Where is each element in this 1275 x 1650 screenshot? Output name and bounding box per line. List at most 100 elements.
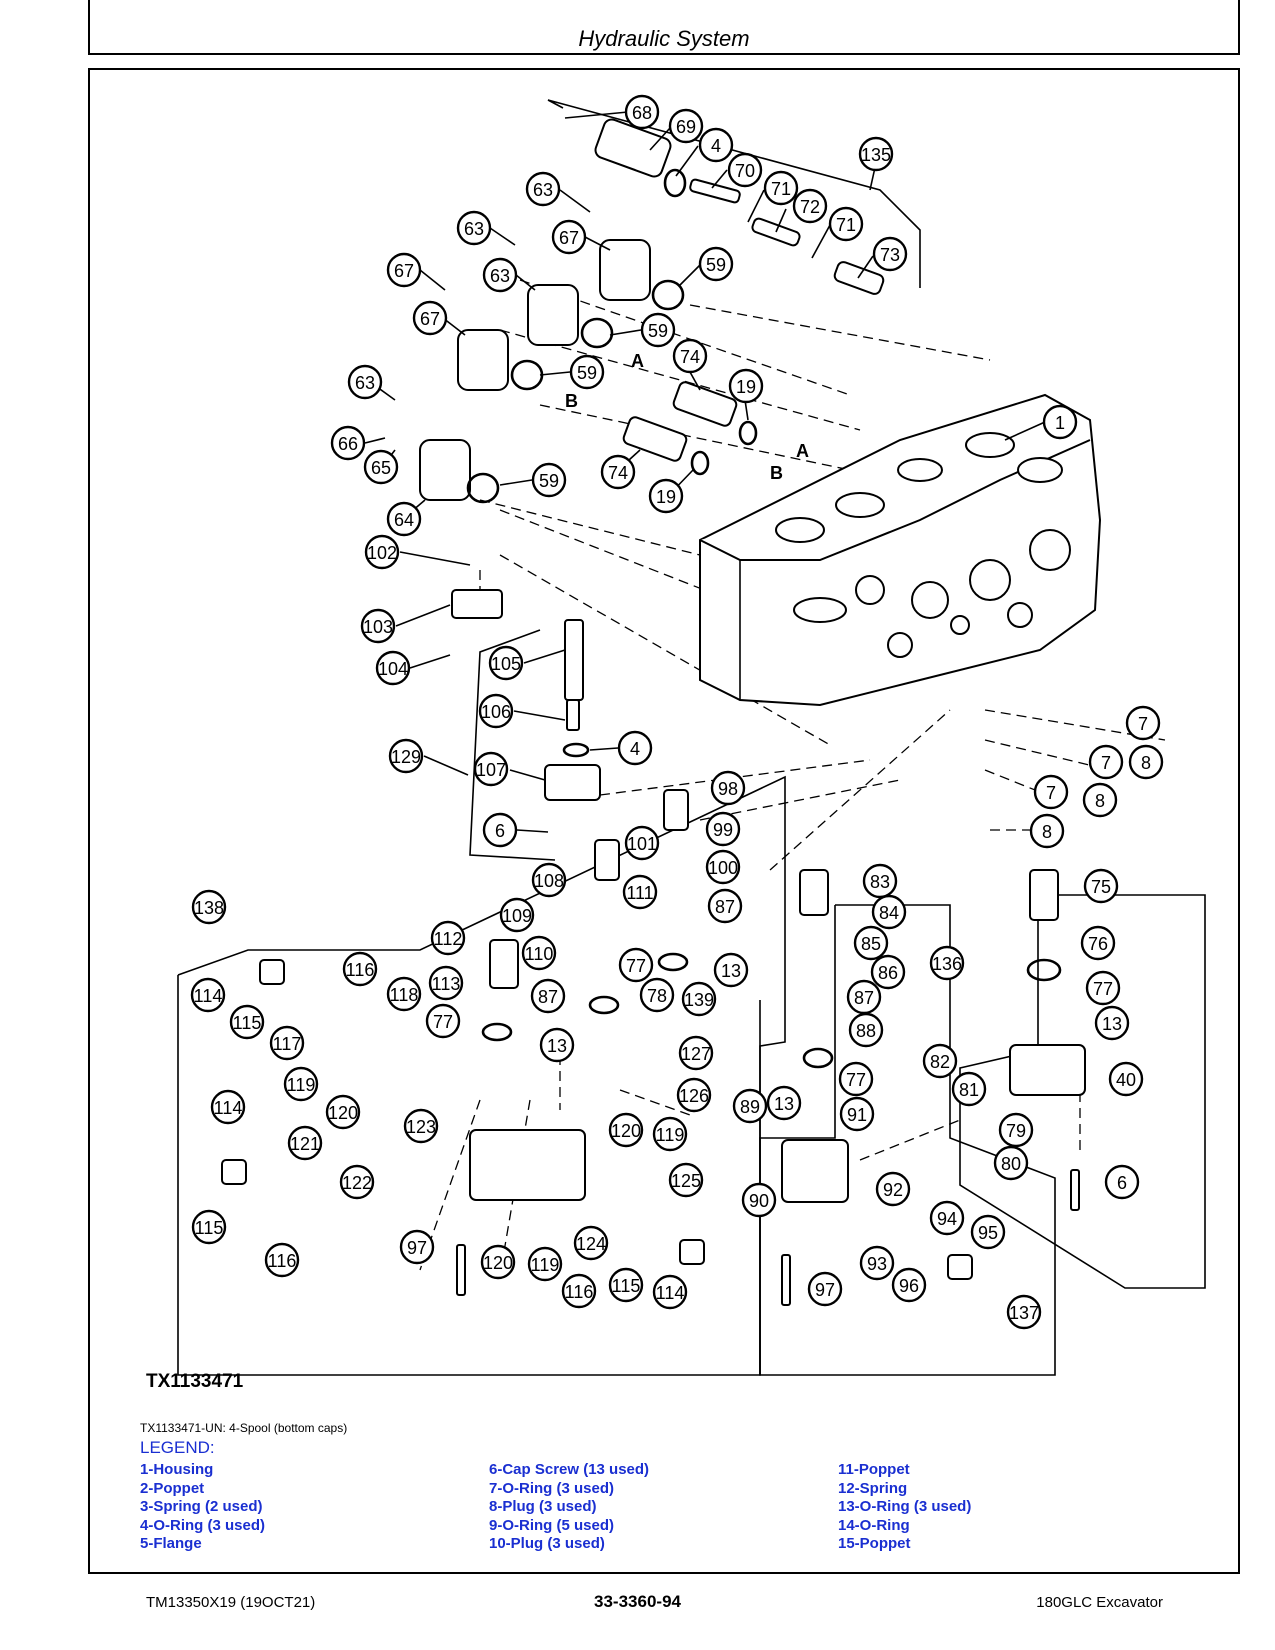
callout-label: 63 (533, 180, 553, 200)
callout-75: 75 (1083, 868, 1119, 904)
callout-63: 63 (456, 210, 492, 246)
callout-label: 73 (880, 245, 900, 265)
callout-label: 88 (856, 1021, 876, 1041)
callout-label: 78 (647, 986, 667, 1006)
callout-19: 19 (728, 368, 764, 404)
callout-7: 7 (1033, 774, 1069, 810)
callout-13: 13 (713, 952, 749, 988)
callout-label: 75 (1091, 877, 1111, 897)
callout-40: 40 (1108, 1061, 1144, 1097)
callout-87: 87 (707, 888, 743, 924)
callout-123: 123 (403, 1108, 439, 1144)
housing-1 (699, 393, 1102, 707)
callout-71: 71 (828, 206, 864, 242)
callout-label: 102 (367, 543, 397, 563)
letter-a: A (796, 441, 809, 461)
callout-label: 115 (612, 1276, 641, 1296)
callout-73: 73 (872, 236, 908, 272)
callout-label: 98 (718, 779, 738, 799)
legend-item: 4-O-Ring (3 used) (140, 1516, 266, 1534)
callout-label: 107 (476, 760, 506, 780)
callout-71: 71 (763, 170, 799, 206)
callout-129: 129 (388, 738, 424, 774)
callout-100: 100 (705, 849, 741, 885)
legend-item: 13-O-Ring (3 used) (838, 1498, 972, 1515)
page-title: Hydraulic System (578, 26, 750, 51)
callout-label: 65 (371, 458, 391, 478)
legend-item: 14-O-Ring (838, 1516, 910, 1534)
callout-69: 69 (668, 108, 704, 144)
callout-label: 70 (735, 161, 755, 181)
callout-113: 113 (428, 965, 464, 1001)
callout-67: 67 (551, 219, 587, 255)
callout-79: 79 (998, 1112, 1034, 1148)
callout-label: 67 (420, 309, 440, 329)
callout-102: 102 (364, 534, 400, 570)
callout-97: 97 (807, 1271, 843, 1307)
callout-59: 59 (698, 246, 734, 282)
figure-id: TX1133471 (146, 1371, 244, 1392)
callout-67: 67 (412, 300, 448, 336)
callout-label: 122 (342, 1173, 372, 1193)
callout-label: 13 (774, 1094, 794, 1114)
callout-label: 87 (538, 987, 558, 1007)
callout-label: 83 (870, 872, 890, 892)
callout-137: 137 (1006, 1294, 1042, 1330)
callout-68: 68 (624, 94, 660, 130)
legend-item: 3-Spring (2 used) (140, 1498, 263, 1515)
callout-91: 91 (839, 1096, 875, 1132)
callout-label: 116 (346, 960, 375, 980)
callout-label: 77 (433, 1012, 453, 1032)
callout-label: 81 (959, 1080, 979, 1100)
callout-label: 101 (627, 834, 657, 854)
letter-a: A (631, 351, 644, 371)
callout-label: 8 (1141, 753, 1151, 773)
callout-126: 126 (676, 1077, 712, 1113)
callout-118: 118 (386, 976, 422, 1012)
callout-116: 116 (264, 1242, 300, 1278)
legend-column-3: 11-Poppet 12-Spring 13-O-Ring (3 used) 1… (838, 1461, 971, 1554)
callout-label: 119 (656, 1125, 685, 1145)
callout-76: 76 (1080, 925, 1116, 961)
callout-110: 110 (521, 935, 557, 971)
callout-70: 70 (727, 152, 763, 188)
callout-63: 63 (482, 257, 518, 293)
callout-label: 77 (846, 1070, 866, 1090)
callout-8: 8 (1029, 813, 1065, 849)
legend-item: 9-O-Ring (5 used) (489, 1516, 615, 1534)
callout-13: 13 (1094, 1005, 1130, 1041)
callout-label: 6 (495, 821, 505, 841)
callout-104: 104 (375, 650, 411, 686)
legend-column-2: 6-Cap Screw (13 used) 7-O-Ring (3 used) … (489, 1461, 649, 1554)
callout-label: 6 (1117, 1173, 1127, 1193)
legend-item: 6-Cap Screw (13 used) (489, 1461, 650, 1478)
callout-label: 80 (1001, 1154, 1021, 1174)
callout-63: 63 (347, 364, 383, 400)
callout-label: 59 (577, 363, 597, 383)
callout-label: 67 (559, 228, 579, 248)
footer-page-number: 33-3360-94 (594, 1592, 681, 1611)
callout-67: 67 (386, 252, 422, 288)
callout-78: 78 (639, 977, 675, 1013)
callout-114: 114 (190, 977, 226, 1013)
callout-label: 66 (338, 434, 358, 454)
callout-label: 113 (432, 974, 461, 994)
callout-label: 87 (715, 897, 735, 917)
legend-item: 5-Flange (140, 1535, 202, 1552)
callout-85: 85 (853, 925, 889, 961)
callout-65: 65 (363, 449, 399, 485)
legend-item: 8-Plug (3 used) (489, 1498, 597, 1515)
callout-6: 6 (1104, 1164, 1140, 1200)
callout-121: 121 (287, 1125, 323, 1161)
figure-text-layer: TX1133471 TX1133471-UN: 4-Spool (bottom … (88, 68, 1240, 1574)
callout-label: 135 (861, 145, 891, 165)
callout-19: 19 (648, 478, 684, 514)
callout-label: 118 (390, 985, 419, 1005)
callout-label: 94 (937, 1209, 957, 1229)
parts (221, 118, 1086, 1306)
callout-13: 13 (539, 1027, 575, 1063)
callout-74: 74 (600, 454, 636, 490)
callout-label: 116 (268, 1251, 297, 1271)
callout-125: 125 (668, 1162, 704, 1198)
callout-label: 89 (740, 1097, 760, 1117)
